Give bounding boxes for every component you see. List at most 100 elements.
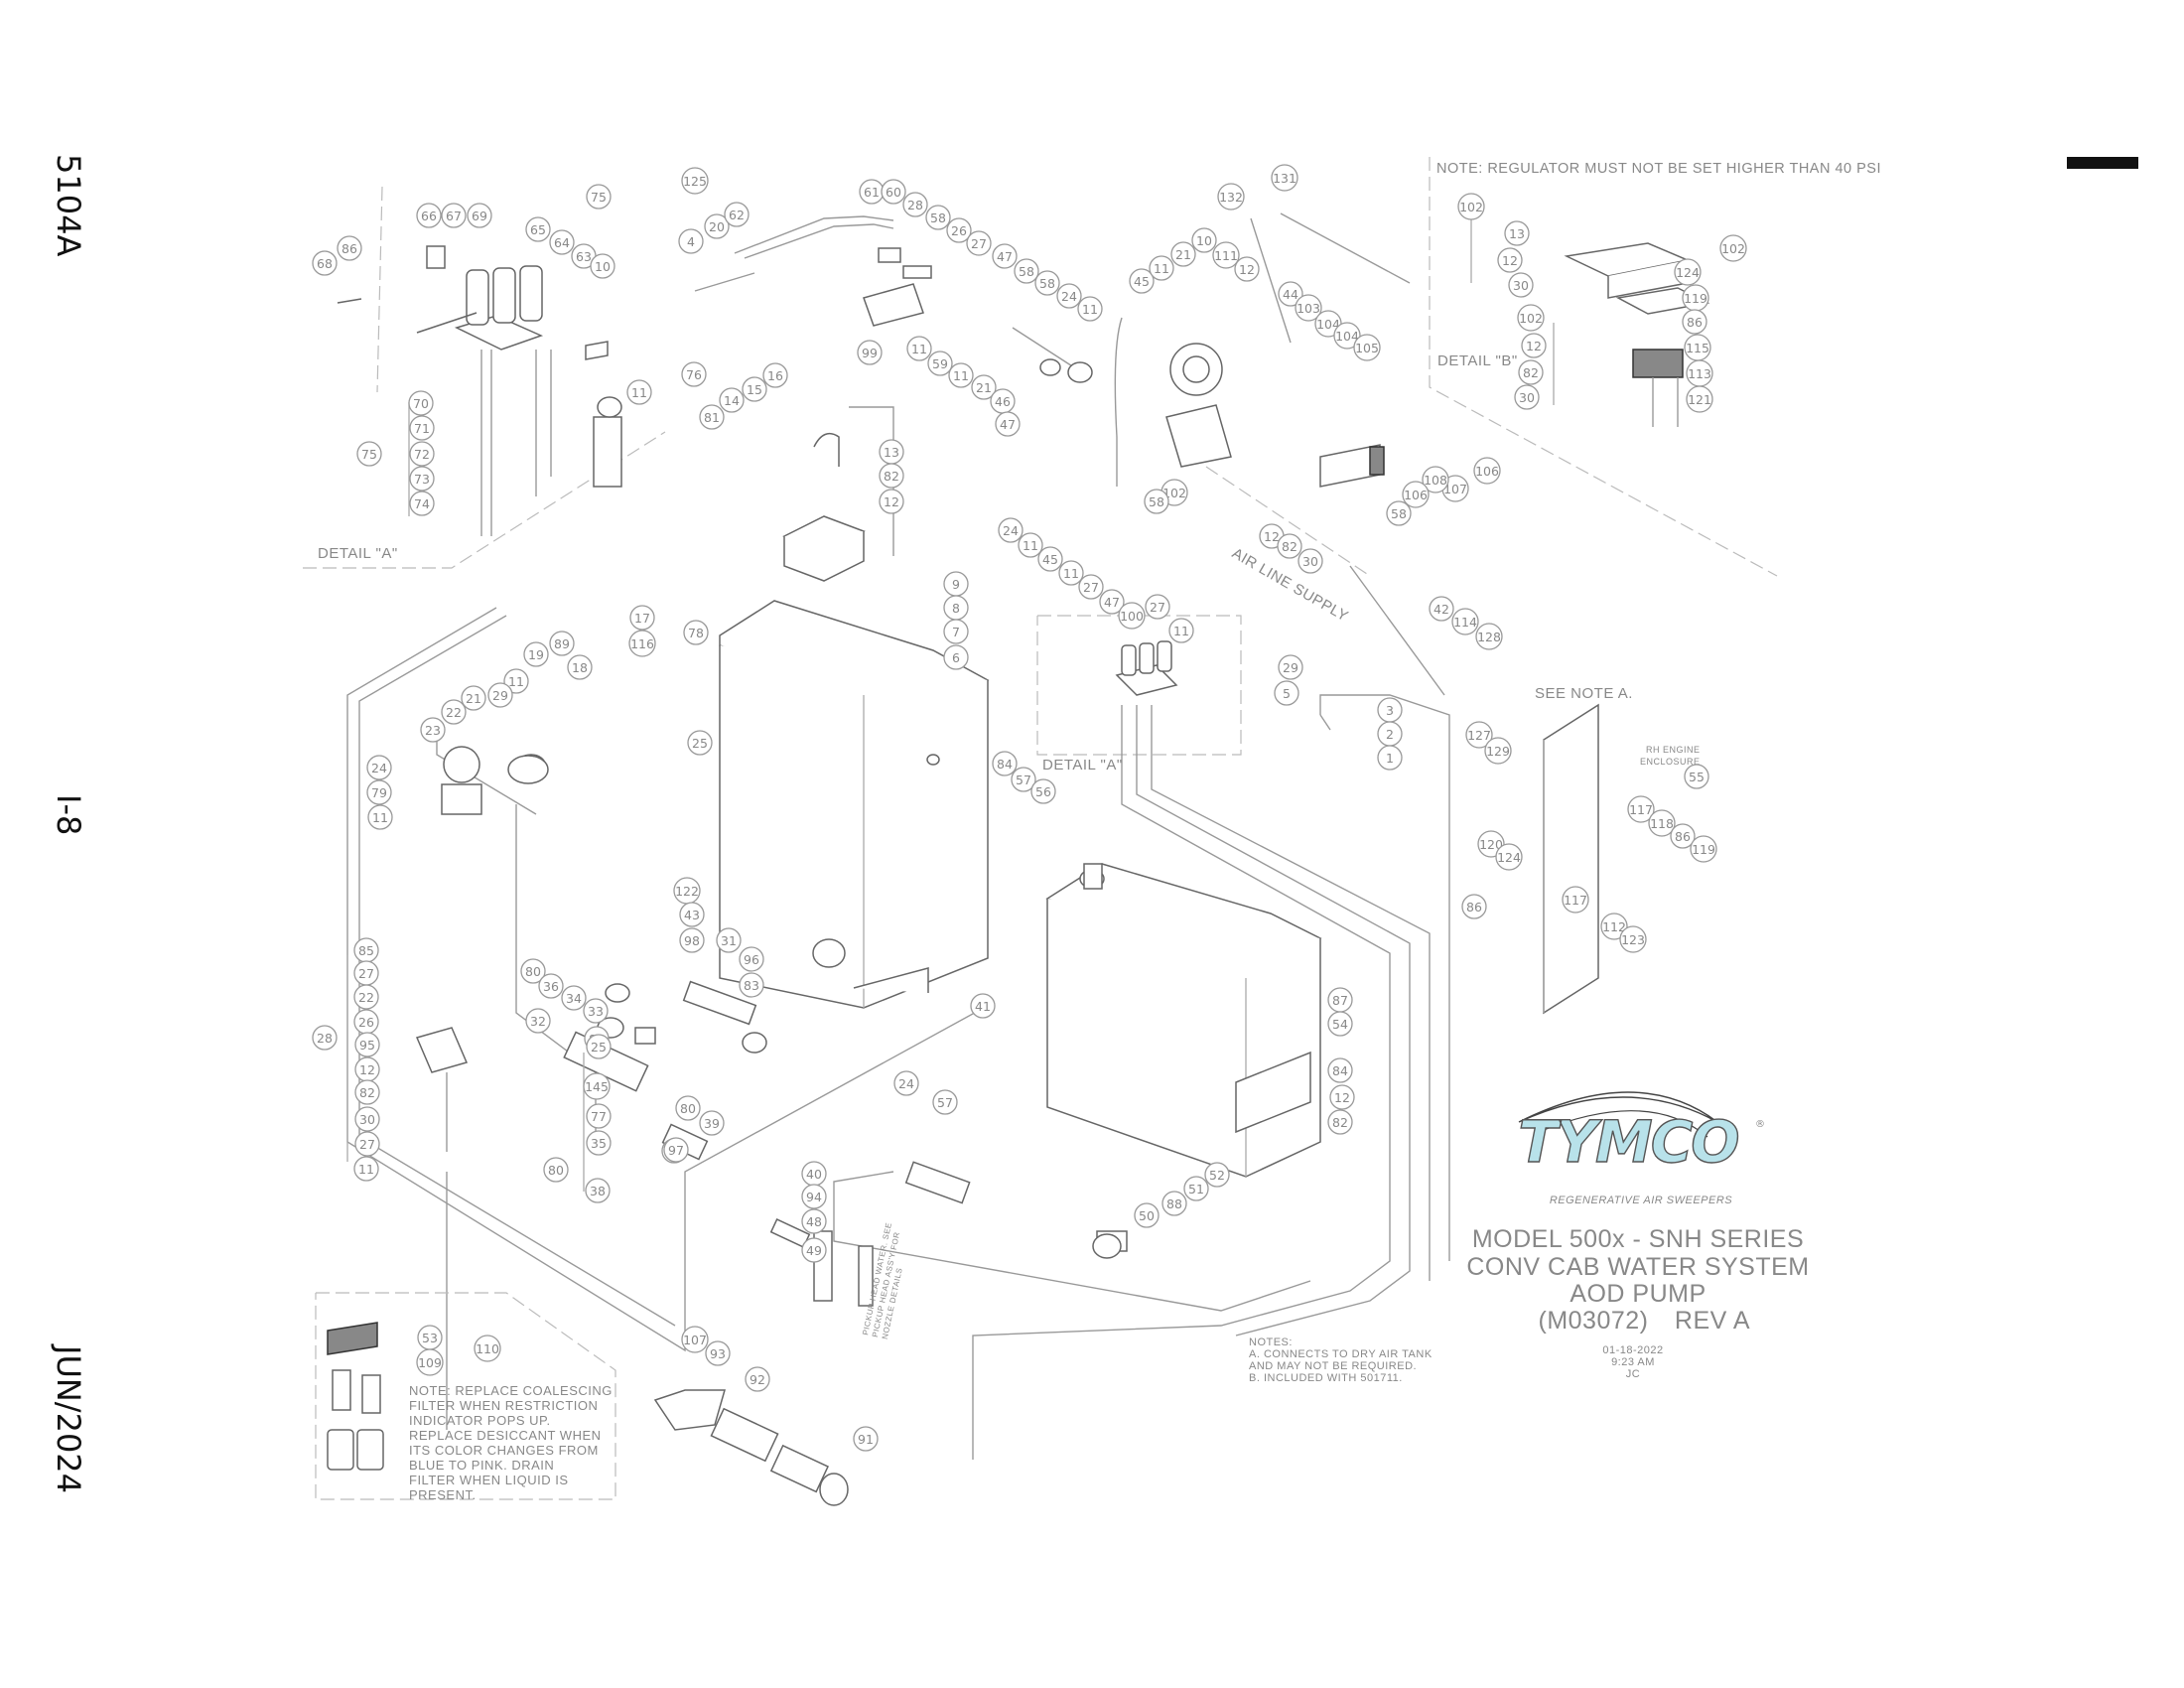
callout-balloon: 39 (699, 1110, 725, 1136)
callout-balloon: 11 (906, 336, 932, 361)
callout-balloon: 27 (1078, 574, 1104, 600)
callout-number: 34 (566, 991, 582, 1006)
regulator-note: NOTE: REGULATOR MUST NOT BE SET HIGHER T… (1436, 161, 1881, 177)
filter-note-line: FILTER WHEN RESTRICTION (409, 1398, 598, 1413)
top-fitting-chain (694, 215, 1093, 383)
callout-number: 82 (1282, 539, 1297, 554)
callout-number: 27 (971, 236, 987, 251)
callout-balloon: 7 (943, 619, 969, 644)
callout-balloon: 131 (1271, 164, 1298, 192)
callout-number: 11 (358, 1162, 374, 1177)
callout-number: 71 (414, 421, 430, 436)
callout-number: 16 (767, 368, 783, 383)
callout-balloon: 102 (1457, 193, 1485, 220)
callout-balloon: 124 (1674, 258, 1702, 286)
callout-balloon: 13 (1504, 220, 1530, 246)
callout-balloon: 75 (586, 184, 612, 210)
callout-number: 55 (1689, 770, 1705, 784)
callout-number: 39 (704, 1116, 720, 1131)
callout-number: 12 (359, 1062, 375, 1077)
callout-balloon: 71 (409, 415, 435, 441)
callout-balloon: 25 (586, 1034, 612, 1059)
callout-balloon: 86 (1670, 823, 1696, 849)
callout-number: 68 (317, 256, 333, 271)
callout-number: 86 (1466, 900, 1482, 914)
callout-number: 24 (898, 1076, 914, 1091)
callout-number: 75 (591, 190, 607, 205)
callout-balloon: 103 (1295, 294, 1322, 322)
callout-number: 104 (1335, 329, 1359, 344)
callout-number: 58 (1019, 264, 1034, 279)
callout-balloon: 26 (946, 217, 972, 243)
callout-balloon: 66 (416, 203, 442, 228)
callout-balloon: 8 (943, 595, 969, 621)
callout-number: 106 (1404, 488, 1428, 502)
callout-number: 2 (1386, 727, 1394, 742)
callout-number: 38 (590, 1184, 606, 1198)
callout-number: 66 (421, 209, 437, 223)
callout-number: 9 (952, 577, 960, 592)
callout-number: 81 (704, 410, 720, 425)
callout-balloon: 22 (441, 699, 467, 725)
filter-note-line: ITS COLOR CHANGES FROM (409, 1443, 599, 1458)
detail-a-mid-label: DETAIL "A" (1042, 757, 1123, 774)
callout-number: 57 (937, 1095, 953, 1110)
callout-balloon: 22 (353, 984, 379, 1010)
callout-number: 17 (634, 611, 650, 626)
callout-balloon: 99 (857, 340, 883, 365)
callout-number: 36 (543, 979, 559, 994)
callout-number: 10 (1196, 233, 1212, 248)
callout-balloon: 62 (724, 202, 750, 227)
callout-number: 63 (576, 249, 592, 264)
detail-a-frame-left (376, 186, 383, 393)
callout-number: 82 (1523, 365, 1539, 380)
detail-b-bracket (1564, 242, 1710, 427)
callout-number: 124 (1497, 850, 1521, 865)
callout-balloon: 31 (716, 927, 742, 953)
callout-number: 26 (951, 223, 967, 238)
callout-number: 102 (1721, 241, 1745, 256)
callout-balloon: 58 (1386, 500, 1412, 526)
callout-balloon: 69 (467, 203, 492, 228)
callout-balloon: 21 (971, 374, 997, 400)
callout-number: 120 (1479, 837, 1503, 852)
detail-a-frame (303, 431, 666, 569)
callout-balloon: 58 (1034, 270, 1060, 296)
callout-balloon: 11 (353, 1156, 379, 1182)
callout-balloon: 20 (704, 213, 730, 239)
callout-number: 84 (997, 757, 1013, 772)
note-line: AND MAY NOT BE REQUIRED. (1249, 1360, 1417, 1372)
callout-balloon: 11 (1168, 618, 1194, 643)
callout-number: 24 (1003, 523, 1019, 538)
callout-balloon: 27 (1145, 594, 1170, 620)
callout-balloon: 53 (417, 1325, 443, 1350)
callout-number: 109 (418, 1355, 442, 1370)
title-line-3: AOD PUMP (1570, 1280, 1706, 1308)
callout-number: 145 (585, 1079, 609, 1094)
callout-balloon: 73 (409, 466, 435, 492)
callout-balloon: 45 (1129, 268, 1155, 294)
note-line: NOTES: (1249, 1336, 1293, 1348)
callout-number: 27 (1150, 600, 1165, 615)
callout-balloon: 82 (1277, 533, 1302, 559)
callout-number: 129 (1486, 744, 1510, 759)
detail-a-valve-bank (337, 245, 622, 536)
callout-number: 49 (806, 1243, 822, 1258)
callout-number: 22 (358, 990, 374, 1005)
callout-number: 72 (414, 447, 430, 462)
callout-number: 86 (1687, 315, 1703, 330)
callout-number: 67 (446, 209, 462, 223)
callout-balloon: 30 (1514, 384, 1540, 410)
callout-balloon: 86 (337, 235, 362, 261)
callout-number: 119 (1684, 291, 1707, 306)
callout-number: 48 (806, 1214, 822, 1229)
callout-number: 69 (472, 209, 487, 223)
callout-balloon: 76 (681, 361, 707, 387)
callout-number: 104 (1316, 317, 1340, 332)
callout-number: 43 (684, 908, 700, 922)
callout-number: 12 (1502, 253, 1518, 268)
callout-number: 56 (1035, 784, 1051, 799)
callout-number: 82 (884, 469, 899, 484)
